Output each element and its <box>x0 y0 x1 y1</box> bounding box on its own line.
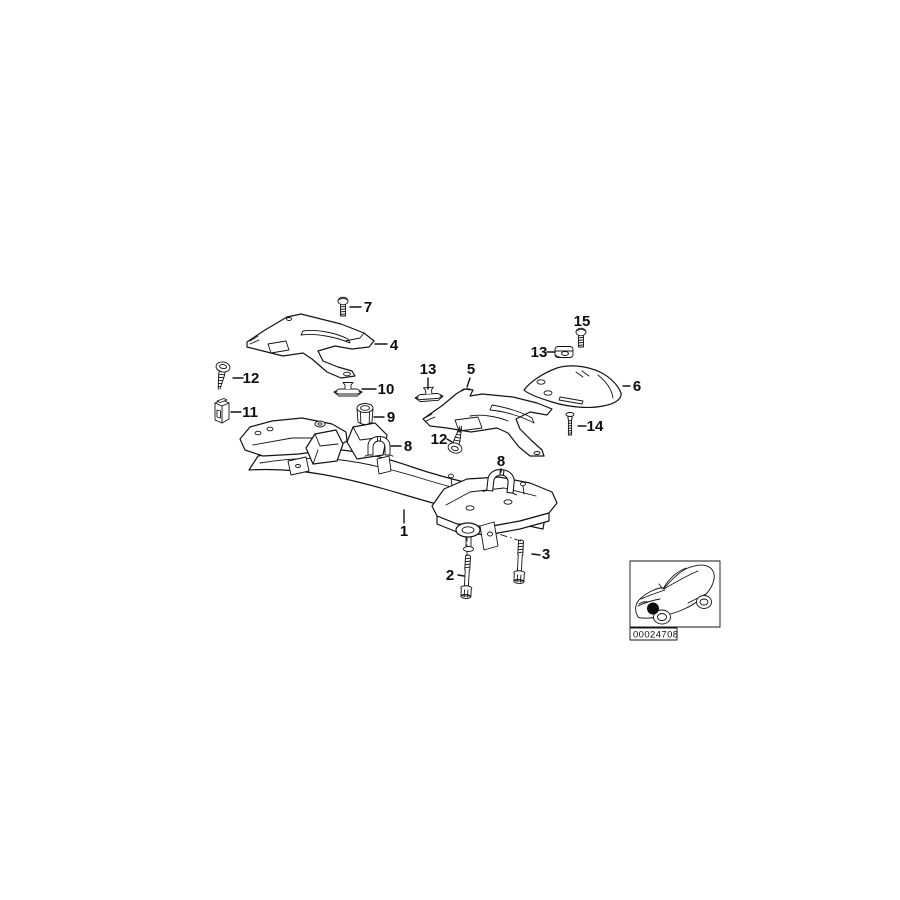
callout-part-2: 2 <box>446 567 454 584</box>
callout-part-10: 10 <box>378 381 395 398</box>
part-1-front-axle-support-drawing <box>239 410 558 556</box>
part-13-clip-right-drawing <box>554 346 574 359</box>
callout-part-8-left: 8 <box>404 438 412 455</box>
car-location-inset: 00024708 <box>629 560 721 641</box>
part-4-heat-shield-drawing <box>246 313 375 379</box>
callout-part-13-right: 13 <box>531 344 548 361</box>
callout-part-9: 9 <box>387 409 395 426</box>
part-14-screw-drawing <box>565 412 575 436</box>
part-10-clip-drawing <box>333 382 363 397</box>
car-illustration-icon <box>635 564 715 625</box>
part-location-dot <box>647 602 659 615</box>
callout-part-13-left: 13 <box>420 361 437 378</box>
callout-leader-lines <box>230 306 631 577</box>
part-11-nut-drawing <box>214 398 230 424</box>
callout-part-14: 14 <box>587 418 604 435</box>
part-2-bolt-drawing <box>459 554 474 600</box>
callout-part-6: 6 <box>633 378 641 395</box>
part-13-clip-left-drawing <box>413 386 444 403</box>
callout-part-5: 5 <box>467 361 475 378</box>
diagram-code-box <box>629 627 678 641</box>
callout-part-11: 11 <box>242 404 258 421</box>
part-5-heat-shield-drawing <box>422 388 553 457</box>
part-6-heat-shield-drawing <box>523 365 622 408</box>
callout-part-4: 4 <box>390 337 399 354</box>
callout-part-1: 1 <box>400 523 408 540</box>
callout-part-15: 15 <box>574 313 591 330</box>
part-7-screw-drawing <box>337 296 349 317</box>
callout-part-3: 3 <box>542 546 550 563</box>
diagram-code: 00024708 <box>633 630 678 641</box>
callout-part-7: 7 <box>364 299 372 316</box>
callout-part-12-center: 12 <box>431 431 448 448</box>
part-12-screw-left-drawing <box>211 360 232 392</box>
part-9-bushing-drawing <box>356 403 374 425</box>
part-15-screw-drawing <box>575 327 587 348</box>
callout-part-12-left: 12 <box>243 370 260 387</box>
part-3-bolt-drawing <box>512 539 527 585</box>
callout-part-8-right: 8 <box>497 453 505 470</box>
